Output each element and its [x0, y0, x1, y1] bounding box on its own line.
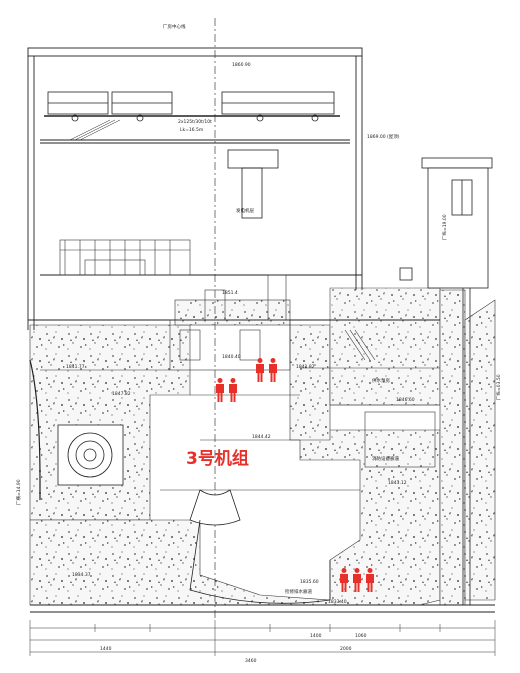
person-icon: [353, 568, 361, 592]
drawing-labels: 厂房中心线 1860.90 2x125t/30t/10t Lk=16.5m 18…: [15, 23, 502, 664]
elevation-10: 1834.37: [72, 572, 91, 578]
elevation-9: 1835.60: [300, 579, 319, 585]
person-icon: [229, 378, 237, 402]
dim-bottom-a: 1440: [100, 646, 112, 652]
person-icon: [269, 358, 277, 382]
elevation-8: 1843.12: [388, 480, 407, 486]
dim-bottom-b: 3460: [245, 658, 257, 664]
water-pump-room: 供水泵房: [372, 377, 390, 384]
generator-floor-label: 发电机层: [236, 207, 254, 214]
unit-3-title: 3号机组: [186, 448, 249, 469]
people-icons: [216, 358, 374, 592]
crane-spec: 2x125t/30t/10t: [178, 119, 212, 125]
dim-bottom-c: 2000: [340, 646, 352, 652]
roof-elevation: 1860.90: [232, 62, 251, 68]
fire-gallery: 消防设备廊道: [372, 455, 399, 462]
person-icon: [256, 358, 264, 382]
dim-mid-1: 1400: [310, 633, 322, 639]
person-icon: [216, 378, 224, 402]
turbine-unit: [29, 359, 331, 604]
person-icon: [340, 568, 348, 592]
elevation-11: 1833.40: [328, 599, 347, 605]
top-axis-label: 厂房中心线: [163, 23, 186, 30]
interior-structure: [40, 239, 440, 491]
drainage-gallery: 检修排水廊道: [285, 588, 312, 595]
crane-span: Lk=16.5m: [180, 127, 203, 133]
dim-mid-2: 1060: [355, 633, 367, 639]
right-axis-label-2: 厂纵=03.50: [496, 374, 502, 400]
elevation-6: 1846.60: [396, 397, 415, 403]
elevation-5: 1840.40: [222, 354, 241, 360]
left-axis-label: 厂横=14.90: [15, 479, 22, 505]
building-outline: [27, 18, 495, 620]
elevation-3: 1841.82: [296, 364, 315, 370]
elevation-4: 1847.82: [112, 391, 131, 397]
elevation-1: 1851.4: [222, 290, 238, 296]
right-tower: [399, 157, 493, 605]
person-icon: [366, 568, 374, 592]
elevation-2: 1841.77: [66, 364, 85, 370]
bottom-dimensions: [29, 620, 496, 656]
elevation-7: 1844.42: [252, 434, 271, 440]
right-roof-elevation: 1869.00 (屋顶): [367, 134, 400, 140]
right-axis-label: 厂纵=19.00: [442, 214, 448, 240]
bridge-crane: [44, 91, 340, 219]
